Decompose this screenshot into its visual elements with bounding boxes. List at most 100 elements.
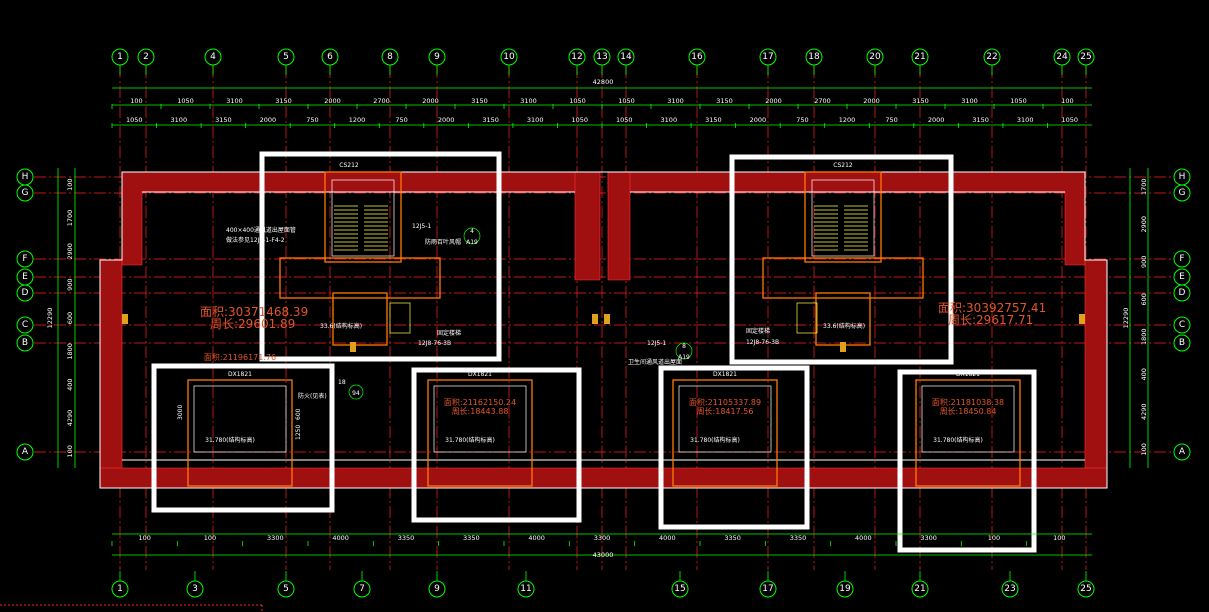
side-axis-bubble — [1173, 184, 1191, 202]
dimension-value: 1050 — [569, 97, 586, 105]
bottom-axis-bubble — [353, 580, 371, 598]
dimension-value: 100 — [130, 97, 142, 105]
top-axis-label: 17 — [762, 52, 773, 62]
side-axis-label: C — [1179, 320, 1185, 330]
side-axis-bubble — [16, 284, 34, 302]
side-axis-label: E — [22, 272, 28, 282]
dimension-value: 1200 — [839, 116, 856, 124]
dimension-value: 2000 — [750, 116, 767, 124]
highlight-boxes — [151, 151, 1037, 553]
side-axis-bubble — [1173, 250, 1191, 268]
dimension-value: 2700 — [814, 97, 831, 105]
detail-ref-left: 12J5-1 — [412, 223, 431, 230]
dimension-value: 3100 — [520, 97, 537, 105]
total-bottom: 43000 — [593, 551, 614, 559]
dimension-value: 900 — [1140, 256, 1148, 268]
area-left: 面积:30371468.39 — [200, 305, 308, 319]
overall-depth-left: 12290 — [46, 308, 54, 329]
top-axis-label: 8 — [387, 52, 393, 62]
room-area: 面积:21105337.89 — [689, 397, 761, 407]
top-axis-bubble — [688, 48, 706, 66]
top-axis-label: 20 — [869, 52, 881, 62]
top-axis-bubble — [111, 48, 129, 66]
dimension-value: 4000 — [659, 534, 676, 542]
vent-note-2: 做法参见12J5-1-F4-2 — [226, 236, 285, 244]
side-axis-label: G — [22, 188, 29, 198]
dimension-value: 750 — [885, 116, 897, 124]
side-axis-bubble — [16, 334, 34, 352]
top-axis-bubble — [277, 48, 295, 66]
room-perimeter: 周长:18450.84 — [940, 406, 997, 416]
room-tag: DX1821 — [956, 371, 980, 378]
room-perimeter: 周长:18443.88 — [452, 406, 509, 416]
dimension-value: 1050 — [126, 116, 143, 124]
top-axis-bubble — [1053, 48, 1071, 66]
top-axis-bubble — [1077, 48, 1095, 66]
top-axis-bubble — [805, 48, 823, 66]
note-94: 94 — [352, 390, 360, 397]
bottom-axis-label: 1 — [117, 584, 123, 594]
detail-sheet-center: A19 — [678, 354, 690, 361]
dimension-value: 3150 — [705, 116, 722, 124]
room-area: 面积:21196171.76 — [204, 352, 276, 362]
detail-bubble-left — [463, 227, 481, 245]
dimension-value: 3100 — [1017, 116, 1034, 124]
top-axis-bubble — [204, 48, 222, 66]
side-axis-label: D — [22, 288, 29, 298]
stair-tag-left: CS212 — [339, 162, 359, 169]
top-axis-label: 10 — [503, 52, 515, 62]
dim-3000: 3000 — [177, 405, 184, 420]
side-axis-bubble — [1173, 284, 1191, 302]
stair-level-left: 33.6(结构标高) — [320, 322, 362, 330]
dimension-value: 1800 — [66, 343, 74, 360]
bottom-axis-bubble — [911, 580, 929, 598]
room-level: 31.780(结构标高) — [445, 436, 495, 444]
dimension-value: 3150 — [912, 97, 929, 105]
side-axis-label: B — [22, 338, 28, 348]
dimension-value: 1050 — [571, 116, 588, 124]
top-axis-bubble — [911, 48, 929, 66]
dimension-value: 3150 — [716, 97, 733, 105]
top-axis-label: 18 — [808, 52, 820, 62]
dimension-value: 3350 — [790, 534, 807, 542]
dimension-value: 3150 — [215, 116, 232, 124]
top-axis-label: 12 — [571, 52, 582, 62]
dimension-value: 3100 — [667, 97, 684, 105]
room-perimeter: 周长:18417.56 — [697, 406, 754, 416]
top-axis-label: 2 — [143, 52, 149, 62]
dimension-value: 2000 — [438, 116, 455, 124]
dimension-value: 2000 — [863, 97, 880, 105]
dimension-value: 1700 — [66, 210, 74, 227]
dimension-value: 400 — [1140, 368, 1148, 380]
room-area: 面积:21162150.24 — [444, 397, 516, 407]
dimension-value: 1050 — [1010, 97, 1027, 105]
side-axis-label: H — [22, 172, 29, 182]
top-axis-label: 5 — [283, 52, 289, 62]
dimension-value: 400 — [66, 378, 74, 390]
perimeter-right: 周长:29617.71 — [948, 313, 1033, 327]
bottom-axis-label: 3 — [192, 584, 198, 594]
dimension-value: 100 — [1053, 534, 1065, 542]
top-axis-label: 21 — [914, 52, 925, 62]
dimension-value: 1050 — [616, 116, 633, 124]
top-axis-bubble — [321, 48, 339, 66]
dimension-value: 3350 — [463, 534, 480, 542]
detail-ref-center: 12J5-1 — [647, 340, 666, 347]
stair-core-left — [279, 171, 441, 346]
stair-core-right — [762, 171, 924, 346]
dimension-value: 100 — [66, 178, 74, 190]
side-axis-bubble — [16, 250, 34, 268]
side-axis-bubble — [1173, 443, 1191, 461]
dimension-value: 1700 — [1140, 178, 1148, 195]
dimension-value: 2000 — [324, 97, 341, 105]
bottom-axis-label: 11 — [520, 584, 531, 594]
side-axis-label: F — [1179, 254, 1184, 264]
dimension-value: 100 — [66, 445, 74, 457]
bottom-axis-label: 15 — [674, 584, 685, 594]
top-axis-label: 14 — [620, 52, 632, 62]
dimension-value: 900 — [66, 278, 74, 290]
detail-sheet-left: A19 — [466, 239, 478, 246]
bottom-axis-bubble — [1001, 580, 1019, 598]
